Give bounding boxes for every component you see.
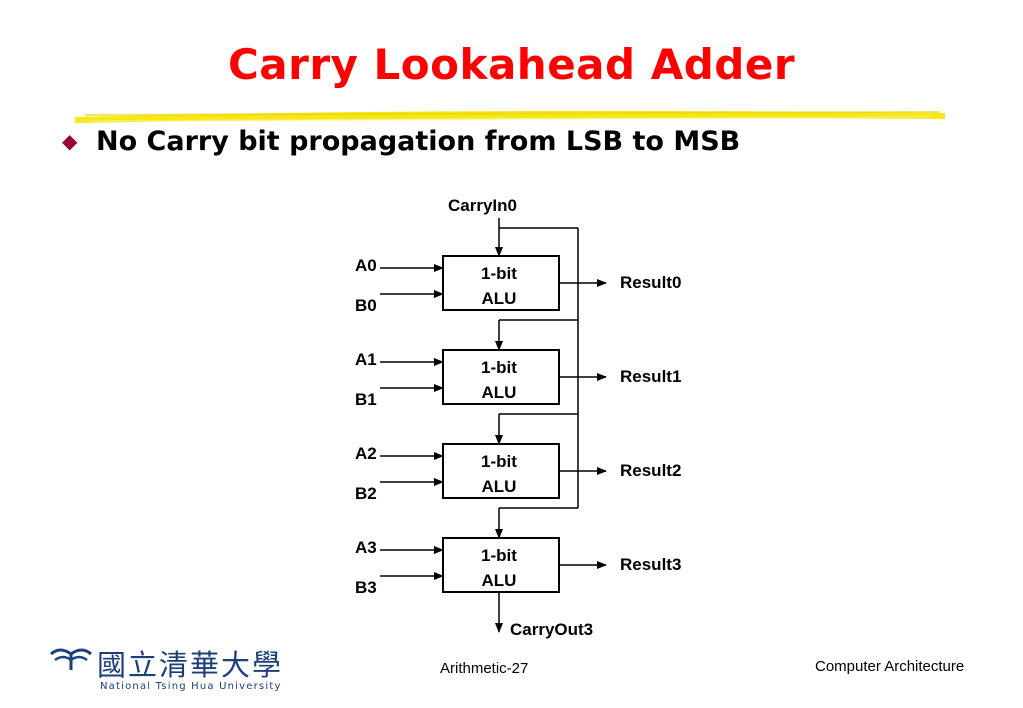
input-b-label-3: B3 [355, 578, 377, 597]
alu-label-line1-3: 1-bit [481, 546, 517, 565]
bullet-text: No Carry bit propagation from LSB to MSB [96, 126, 741, 157]
course-name: Computer Architecture [815, 658, 965, 675]
university-name-english: National Tsing Hua University [100, 681, 282, 692]
slide-title: Carry Lookahead Adder [227, 40, 796, 89]
result-label-3: Result3 [620, 555, 681, 574]
university-logo-icon [50, 648, 92, 670]
input-a-label-0: A0 [355, 256, 377, 275]
result-label-2: Result2 [620, 461, 681, 480]
diamond-bullet-icon: ◆ [62, 131, 78, 153]
highlighter-stroke [75, 110, 945, 123]
alu-box-3 [442, 537, 560, 593]
alu-label-line1-0: 1-bit [481, 264, 517, 283]
input-a-label-3: A3 [355, 538, 377, 557]
carry-in-label: CarryIn0 [448, 196, 517, 215]
result-label-1: Result1 [620, 367, 681, 386]
input-a-label-1: A1 [355, 350, 377, 369]
alu-label-line2-1: ALU [482, 383, 517, 402]
page-number: Arithmetic-27 [440, 660, 529, 677]
input-b-label-2: B2 [355, 484, 377, 503]
result-label-0: Result0 [620, 273, 681, 292]
input-a-label-2: A2 [355, 444, 377, 463]
alu-label-line2-2: ALU [482, 477, 517, 496]
alu-label-line1-1: 1-bit [481, 358, 517, 377]
input-b-label-0: B0 [355, 296, 377, 315]
bullet-point: ◆ No Carry bit propagation from LSB to M… [62, 126, 740, 157]
alu-label-line2-0: ALU [482, 289, 517, 308]
input-b-label-1: B1 [355, 390, 377, 409]
alu-box-0 [442, 255, 560, 311]
carry-out-label: CarryOut3 [510, 620, 593, 639]
university-name-chinese: 國立清華大學 [97, 648, 284, 682]
alu-box-2 [442, 443, 560, 499]
alu-label-line1-2: 1-bit [481, 452, 517, 471]
alu-label-line2-3: ALU [482, 571, 517, 590]
